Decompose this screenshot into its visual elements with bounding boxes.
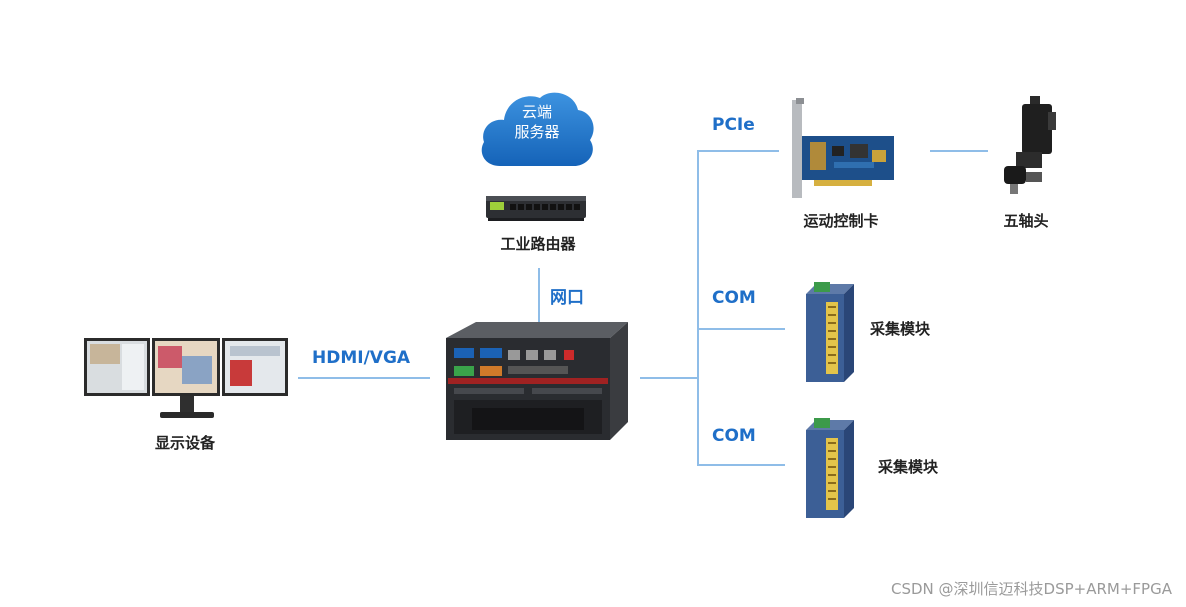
io-module-icon bbox=[806, 282, 854, 382]
acquisition-module-1 bbox=[796, 280, 860, 384]
pcie-link bbox=[697, 150, 779, 152]
io-module-icon bbox=[806, 418, 854, 518]
network-port-label: 网口 bbox=[550, 288, 584, 308]
display-label: 显示设备 bbox=[154, 434, 215, 452]
acquisition-module-2 bbox=[796, 416, 860, 520]
com2-link bbox=[697, 464, 785, 466]
motion-control-card bbox=[790, 96, 898, 202]
five-axis-label: 五轴头 bbox=[1003, 212, 1049, 230]
com1-link bbox=[697, 328, 785, 330]
bus-vertical bbox=[697, 150, 699, 465]
industrial-computer bbox=[432, 318, 642, 454]
display-computer-link bbox=[298, 377, 430, 379]
router-icon bbox=[486, 196, 586, 221]
com1-label: COM bbox=[712, 288, 756, 308]
cloud-label-line2: 服务器 bbox=[514, 123, 560, 141]
monitor-icon bbox=[84, 338, 288, 418]
cloud-icon bbox=[481, 92, 594, 166]
pcie-card-icon bbox=[792, 98, 894, 198]
pcie-label: PCIe bbox=[712, 115, 755, 135]
five-axis-icon bbox=[1004, 96, 1056, 194]
watermark: CSDN @深圳信迈科技DSP+ARM+FPGA bbox=[891, 580, 1172, 598]
display-device bbox=[84, 336, 288, 420]
acq-module-2-label: 采集模块 bbox=[878, 458, 939, 476]
computer-icon bbox=[446, 322, 628, 440]
hdmi-vga-label: HDMI/VGA bbox=[312, 348, 411, 368]
router-label: 工业路由器 bbox=[500, 235, 576, 253]
computer-bus-link bbox=[640, 377, 698, 379]
motion-card-label: 运动控制卡 bbox=[803, 212, 879, 230]
router-computer-link bbox=[538, 268, 540, 323]
card-axis-link bbox=[930, 150, 988, 152]
router-device bbox=[484, 192, 588, 224]
cloud-label-line1: 云端 bbox=[521, 103, 552, 121]
five-axis-head bbox=[990, 94, 1062, 196]
com2-label: COM bbox=[712, 426, 756, 446]
acq-module-1-label: 采集模块 bbox=[870, 320, 931, 338]
cloud-server: 云端 服务器 bbox=[478, 88, 596, 170]
